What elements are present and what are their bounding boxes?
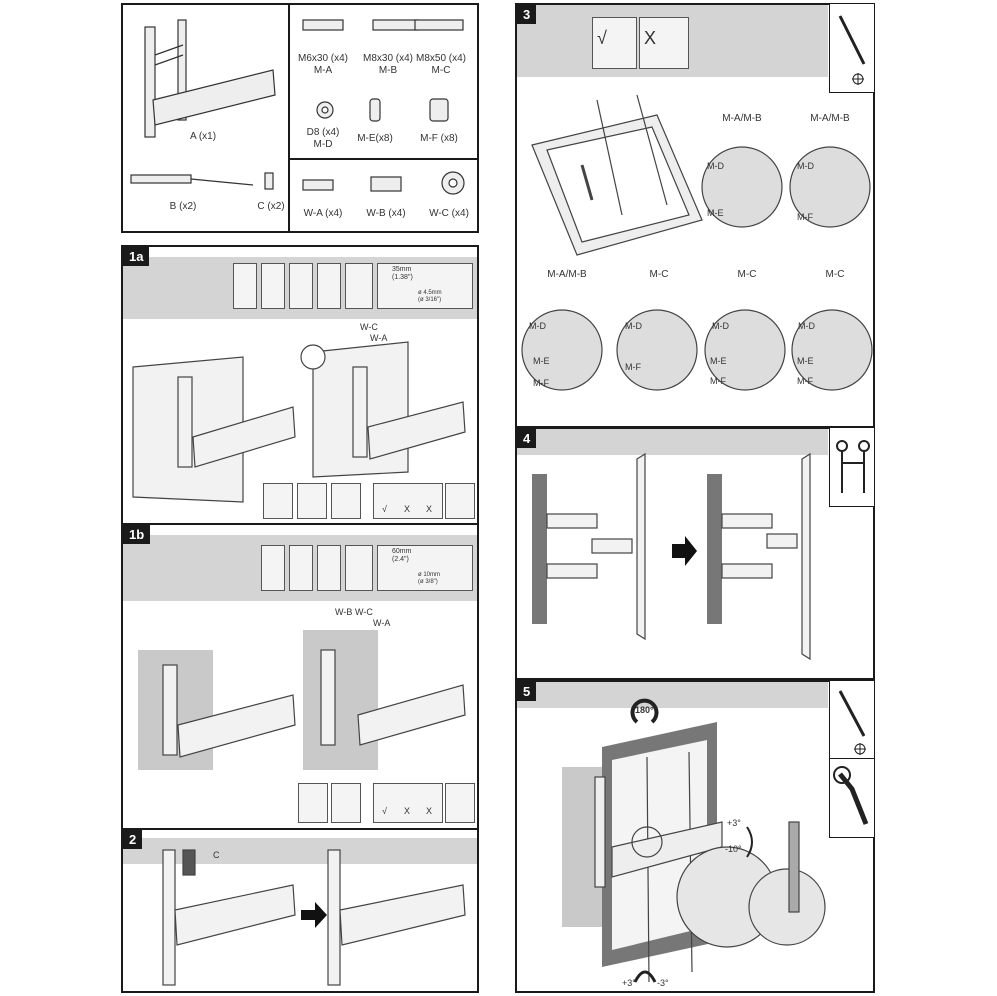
level-minus-label: -3° xyxy=(657,978,669,988)
drill-spec: 60mm (2.4") ø 10mm (ø 3/8") xyxy=(377,545,473,591)
step-4-illustration xyxy=(532,452,811,661)
part-md-label: D8 (x4)M-D xyxy=(306,127,340,150)
wrong-mark: X xyxy=(644,28,657,48)
part-a-label: A (x1) xyxy=(189,131,217,142)
part-me-label: M-E(x8) xyxy=(357,133,393,144)
tilt-down-label: -10° xyxy=(725,844,742,854)
part-wc-label: W-C (x4) xyxy=(429,208,469,219)
label-wb: W-B xyxy=(335,607,353,617)
part-mb-label: M8x30 (x4)M-B xyxy=(362,53,414,76)
label-wa: W-A xyxy=(373,618,391,628)
circle-label: M-E xyxy=(710,356,727,366)
circle-label: M-D xyxy=(529,321,546,331)
circle-label: M-E xyxy=(797,356,814,366)
circle-label: M-D xyxy=(797,161,814,171)
circle-label: M-E xyxy=(533,356,550,366)
label-c: C xyxy=(213,850,220,860)
part-c-label: C (x2) xyxy=(257,201,285,212)
part-wa-label: W-A (x4) xyxy=(303,208,343,219)
step-2-panel: 2 C xyxy=(121,828,479,993)
circle-label: M-C xyxy=(825,269,845,280)
circle-label: M-A/M-B xyxy=(722,113,762,124)
two-person-icon xyxy=(829,427,875,507)
step-number: 1a xyxy=(123,247,150,266)
step-number: 2 xyxy=(123,830,143,849)
circle-label: M-A/M-B xyxy=(810,113,850,124)
step-5-illustration xyxy=(562,698,826,983)
circle-label: M-A/M-B xyxy=(547,269,587,280)
parts-drawings xyxy=(130,19,465,195)
circle-label: M-D xyxy=(707,161,724,171)
step-1b-panel: 1b 60mm (2.4") ø 10mm (ø 3/8") W-B W-C W… xyxy=(121,523,479,830)
parts-list-panel: A (x1) B (x2) C (x2) M6x30 (x4)M-A M8x30… xyxy=(121,3,479,233)
step-5-panel: 5 180° +3° -10° +3° -3° xyxy=(515,680,875,993)
circle-label: M-F xyxy=(797,376,813,386)
step-number: 1b xyxy=(123,525,151,544)
step-1a-illustration xyxy=(132,341,466,503)
drill-spec: 35mm (1.38") ø 4.5mm (ø 3/16") xyxy=(377,263,473,309)
step-number: 5 xyxy=(517,682,537,701)
circle-label: M-D xyxy=(798,321,815,331)
part-mc-label: M8x50 (x4)M-C xyxy=(415,53,467,76)
screwdriver-icon xyxy=(829,680,875,760)
part-ma-label: M6x30 (x4)M-A xyxy=(297,53,349,76)
step-1b-illustration xyxy=(138,630,466,770)
part-b-label: B (x2) xyxy=(169,201,197,212)
circle-label: M-F xyxy=(797,212,813,222)
label-wc: W-C xyxy=(355,607,373,617)
circle-label: M-C xyxy=(649,269,669,280)
step-1a-panel: 1a 35mm (1.38") ø 4.5mm (ø 3/16") W-C W-… xyxy=(121,245,479,525)
circle-label: M-F xyxy=(533,378,549,388)
circle-label: M-F xyxy=(710,376,726,386)
part-wb-label: W-B (x4) xyxy=(366,208,406,219)
circle-label: M-D xyxy=(625,321,642,331)
circle-label: M-E xyxy=(707,208,724,218)
circle-label: M-F xyxy=(625,362,641,372)
label-wa: W-A xyxy=(370,333,388,343)
step-2-illustration xyxy=(162,849,466,986)
step-number: 3 xyxy=(517,5,537,24)
part-mf-label: M-F (x8) xyxy=(420,133,458,144)
step-3-illustration xyxy=(521,94,873,391)
screwdriver-icon xyxy=(829,3,875,93)
rotate-180-label: 180° xyxy=(635,705,654,715)
step-number: 4 xyxy=(517,429,537,448)
correct-mark: √ xyxy=(597,28,607,48)
wrench-icon xyxy=(829,758,875,838)
circle-label: M-C xyxy=(737,269,757,280)
step-3-panel: 3 √ X M-A/M-B M-D M-E M-A/M-B M-D M-F M-… xyxy=(515,3,875,428)
tilt-up-label: +3° xyxy=(727,818,741,828)
step-4-panel: 4 xyxy=(515,427,875,680)
label-wc: W-C xyxy=(360,322,378,332)
level-plus-label: +3° xyxy=(622,978,636,988)
circle-label: M-D xyxy=(712,321,729,331)
